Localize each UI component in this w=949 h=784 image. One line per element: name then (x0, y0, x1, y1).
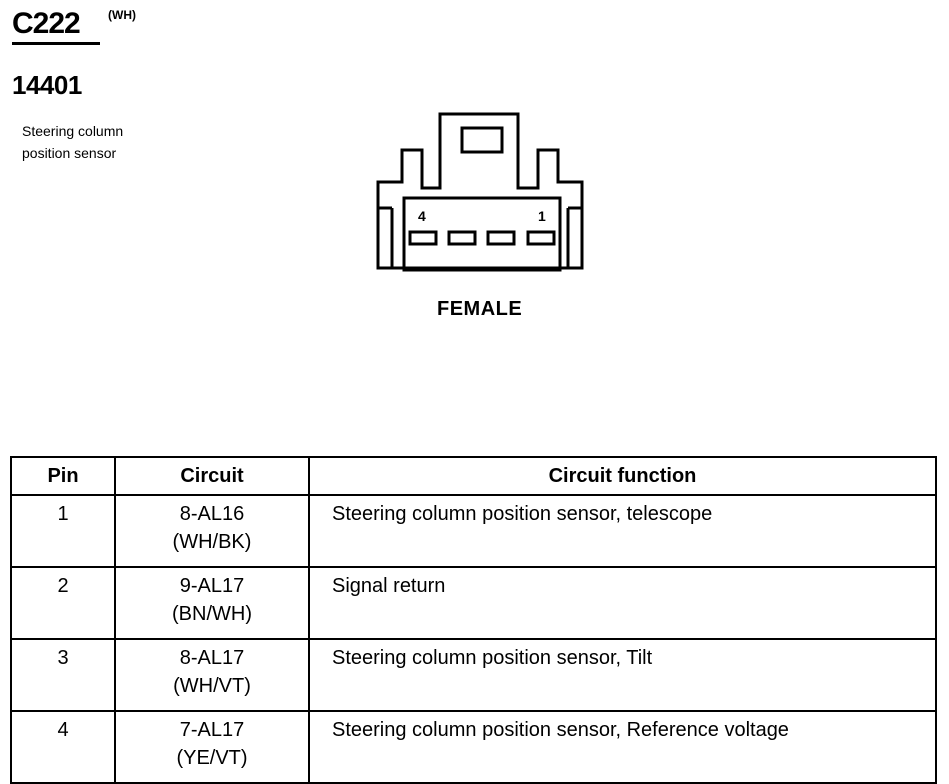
connector-outer-shell (376, 112, 584, 270)
table-row: 3 8-AL17 (WH/VT) Steering column positio… (10, 638, 937, 712)
component-description: Steering column position sensor (22, 120, 182, 164)
latch-tab (460, 126, 504, 154)
pin-cavity-1 (526, 230, 556, 246)
cell-pin: 2 (10, 566, 116, 640)
circuit-color: (WH/BK) (172, 531, 252, 553)
header-circuit: Circuit (114, 456, 310, 496)
connector-id-underline (12, 42, 100, 45)
pin-cavity-4 (408, 230, 438, 246)
cell-circuit: 7-AL17 (YE/VT) (114, 710, 310, 784)
component-description-line-1: Steering column (22, 123, 124, 139)
circuit-number: 9-AL17 (179, 575, 245, 597)
table-row: 4 7-AL17 (YE/VT) Steering column positio… (10, 710, 937, 784)
circuit-color: (BN/WH) (172, 603, 252, 625)
cell-pin: 4 (10, 710, 116, 784)
cell-circuit: 9-AL17 (BN/WH) (114, 566, 310, 640)
cell-circuit: 8-AL17 (WH/VT) (114, 638, 310, 712)
cell-pin: 3 (10, 638, 116, 712)
part-number: 14401 (12, 70, 82, 100)
cell-pin: 1 (10, 494, 116, 568)
connector-face-diagram: 4 1 (376, 112, 584, 272)
circuit-number: 8-AL16 (179, 503, 245, 525)
table-row: 1 8-AL16 (WH/BK) Steering column positio… (10, 494, 937, 568)
header-function: Circuit function (308, 456, 937, 496)
pin-table: Pin Circuit Circuit function 1 8-AL16 (W… (10, 456, 937, 784)
table-header-row: Pin Circuit Circuit function (10, 456, 937, 496)
circuit-number: 7-AL17 (179, 719, 245, 741)
connector-id: C222 (12, 7, 81, 40)
pin-cavity-2 (486, 230, 516, 246)
component-description-line-2: position sensor (22, 145, 117, 161)
pin-label-right: 1 (538, 208, 546, 224)
connector-inner-face (402, 196, 562, 272)
pin-cavity-3 (447, 230, 477, 246)
cell-function: Signal return (308, 566, 937, 640)
circuit-color: (WH/VT) (173, 675, 251, 697)
circuit-color: (YE/VT) (176, 747, 248, 769)
cell-function: Steering column position sensor, telesco… (308, 494, 937, 568)
connector-color-code: (WH) (108, 8, 136, 22)
header-pin: Pin (10, 456, 116, 496)
cell-function: Steering column position sensor, Tilt (308, 638, 937, 712)
cell-circuit: 8-AL16 (WH/BK) (114, 494, 310, 568)
circuit-number: 8-AL17 (179, 647, 245, 669)
connector-gender-label: FEMALE (437, 298, 523, 320)
table-row: 2 9-AL17 (BN/WH) Signal return (10, 566, 937, 640)
cell-function: Steering column position sensor, Referen… (308, 710, 937, 784)
pin-label-left: 4 (418, 208, 426, 224)
